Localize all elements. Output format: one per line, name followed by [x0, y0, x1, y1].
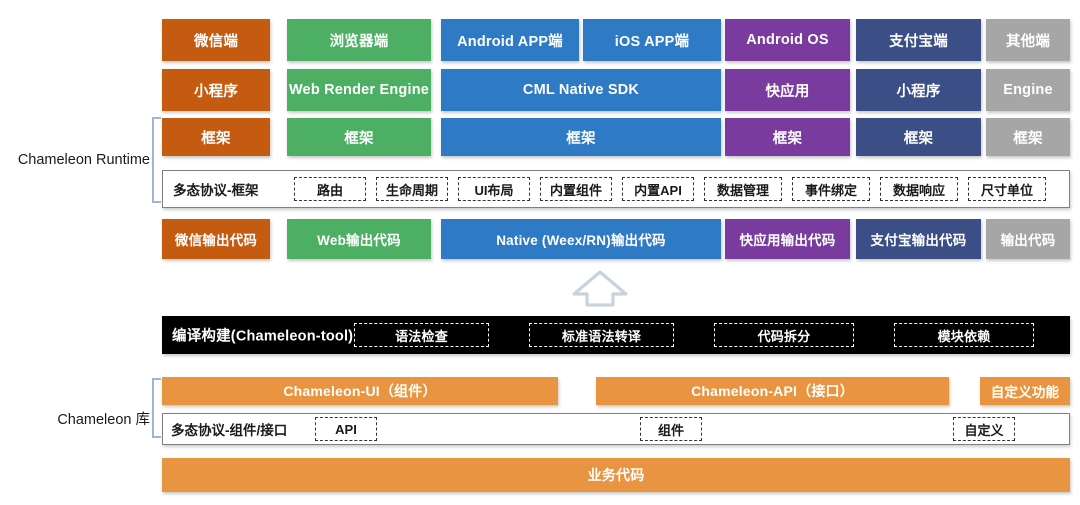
protocol-component-strip: 多态协议-组件/接口 API 组件 自定义: [162, 413, 1070, 445]
platform-cell-android-os[interactable]: Android OS: [725, 19, 850, 61]
output-cell-native[interactable]: Native (Weex/RN)输出代码: [441, 219, 721, 259]
bracket-library: [152, 378, 161, 438]
framework-cell-web[interactable]: 框架: [287, 118, 431, 156]
engine-cell-web-render-engine[interactable]: Web Render Engine: [287, 69, 431, 111]
engine-cell-miniprogram[interactable]: 小程序: [162, 69, 270, 111]
library-bar-chameleon-ui[interactable]: Chameleon-UI（组件）: [162, 377, 558, 405]
library-bar-chameleon-api[interactable]: Chameleon-API（接口）: [596, 377, 949, 405]
protocol-chip-builtin-component[interactable]: 内置组件: [540, 177, 612, 201]
library-bar-custom-feature[interactable]: 自定义功能: [980, 377, 1070, 405]
protocol-component-label: 多态协议-组件/接口: [171, 423, 288, 438]
protocol-chip-data-management[interactable]: 数据管理: [704, 177, 782, 201]
protocol-chip-lifecycle[interactable]: 生命周期: [376, 177, 448, 201]
engine-cell-alipay-miniprogram[interactable]: 小程序: [856, 69, 981, 111]
protocol-chip-ui-layout[interactable]: UI布局: [458, 177, 530, 201]
compile-chip-code-split[interactable]: 代码拆分: [714, 323, 854, 347]
side-label-library: Chameleon 库: [57, 412, 150, 428]
output-cell-other[interactable]: 输出代码: [986, 219, 1070, 259]
protocol-component-chip-custom[interactable]: 自定义: [953, 417, 1015, 441]
bracket-runtime: [152, 117, 161, 203]
business-code-bar[interactable]: 业务代码: [162, 458, 1070, 492]
protocol-chip-data-response[interactable]: 数据响应: [880, 177, 958, 201]
platform-cell-android-app[interactable]: Android APP端: [441, 19, 579, 61]
protocol-framework-strip: 多态协议-框架 路由 生命周期 UI布局 内置组件 内置API 数据管理 事件绑…: [162, 170, 1070, 208]
platform-cell-other[interactable]: 其他端: [986, 19, 1070, 61]
engine-cell-cml-native-sdk[interactable]: CML Native SDK: [441, 69, 721, 111]
framework-cell-native[interactable]: 框架: [441, 118, 721, 156]
framework-cell-other[interactable]: 框架: [986, 118, 1070, 156]
compile-chip-standard-transpile[interactable]: 标准语法转译: [529, 323, 674, 347]
platform-cell-wechat[interactable]: 微信端: [162, 19, 270, 61]
output-cell-quickapp[interactable]: 快应用输出代码: [725, 219, 850, 259]
up-arrow-icon: [571, 268, 629, 308]
compile-bar-label: 编译构建(Chameleon-tool): [172, 328, 354, 345]
framework-cell-quickapp[interactable]: 框架: [725, 118, 850, 156]
engine-cell-engine[interactable]: Engine: [986, 69, 1070, 111]
compile-bar: 编译构建(Chameleon-tool) 语法检查 标准语法转译 代码拆分 模块…: [162, 316, 1070, 354]
compile-chip-syntax-check[interactable]: 语法检查: [354, 323, 489, 347]
platform-cell-alipay[interactable]: 支付宝端: [856, 19, 981, 61]
compile-chip-module-dependency[interactable]: 模块依赖: [894, 323, 1034, 347]
side-label-runtime: Chameleon Runtime: [17, 152, 150, 168]
framework-cell-wechat[interactable]: 框架: [162, 118, 270, 156]
protocol-component-chip-api[interactable]: API: [315, 417, 377, 441]
platform-cell-ios-app[interactable]: iOS APP端: [583, 19, 721, 61]
platform-cell-browser[interactable]: 浏览器端: [287, 19, 431, 61]
protocol-chip-builtin-api[interactable]: 内置API: [622, 177, 694, 201]
protocol-framework-label: 多态协议-框架: [173, 183, 259, 198]
framework-cell-alipay[interactable]: 框架: [856, 118, 981, 156]
engine-cell-quickapp[interactable]: 快应用: [725, 69, 850, 111]
protocol-chip-event-binding[interactable]: 事件绑定: [792, 177, 870, 201]
protocol-chip-size-unit[interactable]: 尺寸单位: [968, 177, 1046, 201]
protocol-chip-route[interactable]: 路由: [294, 177, 366, 201]
output-cell-alipay[interactable]: 支付宝输出代码: [856, 219, 981, 259]
output-cell-wechat[interactable]: 微信输出代码: [162, 219, 270, 259]
output-cell-web[interactable]: Web输出代码: [287, 219, 431, 259]
protocol-component-chip-component[interactable]: 组件: [640, 417, 702, 441]
